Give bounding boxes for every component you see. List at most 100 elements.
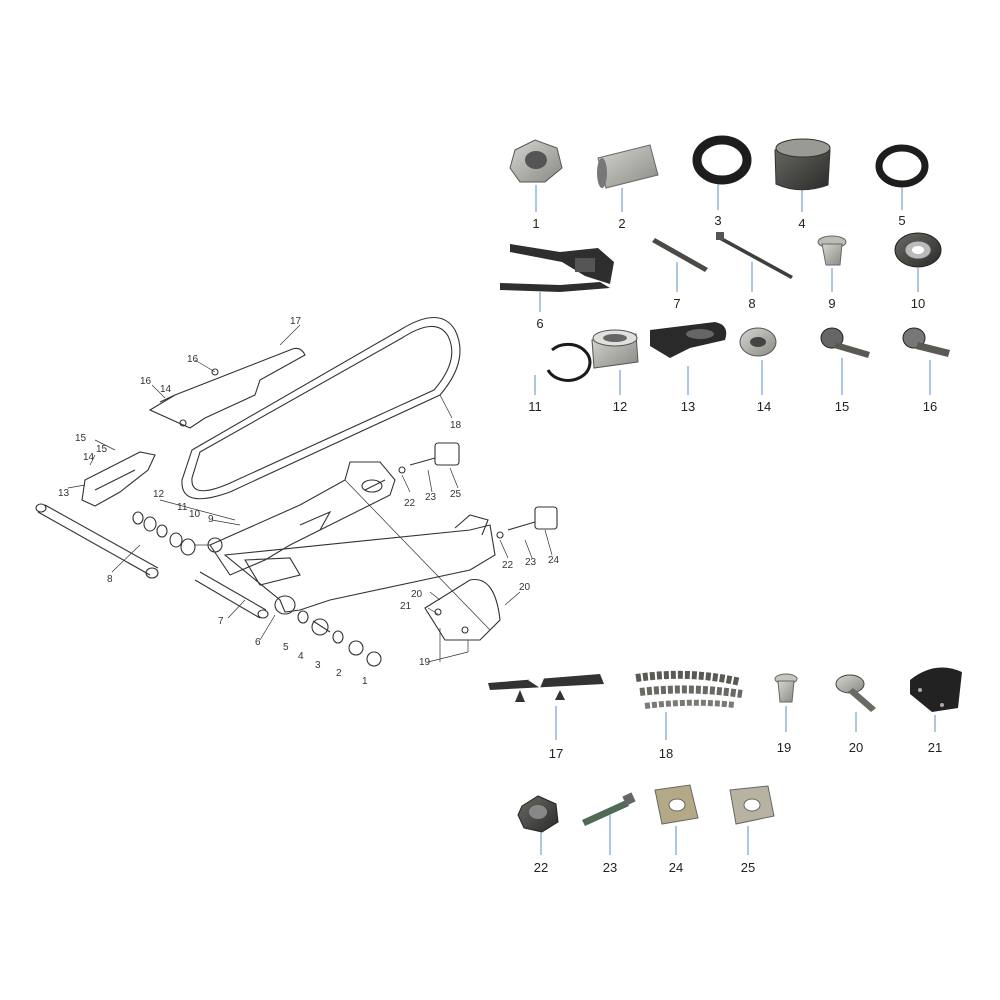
part-3: 3 [692,135,752,228]
bushing-sleeve-icon [597,144,659,189]
bearing-icon [894,232,942,268]
callout-6: 6 [255,637,261,648]
part-25: 25 [729,785,775,875]
part-20: 20 [835,674,876,755]
part-label-17: 17 [549,746,563,761]
callout-22: 22 [404,498,416,509]
part-label-1: 1 [532,216,539,231]
callout-22b: 22 [502,560,514,571]
part-24: 24 [654,784,699,875]
part-label-11: 11 [528,399,542,414]
chain-adjuster-icon [729,785,775,825]
callout-10: 10 [189,509,201,520]
callout-12: 12 [153,489,165,500]
part-14: 14 [739,327,777,414]
part-2: 2 [597,144,659,231]
part-label-19: 19 [777,740,791,755]
bolt-icon [902,327,950,357]
axle-drawing [35,503,159,579]
callout-3: 3 [315,660,321,671]
part-label-12: 12 [613,399,627,414]
part-label-8: 8 [748,296,755,311]
callout-18: 18 [450,420,462,431]
callout-4: 4 [298,651,304,662]
callout-16b: 16 [187,354,199,365]
adjuster-drawing [398,442,558,539]
part-label-24: 24 [669,860,683,875]
callout-24: 24 [548,555,560,566]
part-label-15: 15 [835,399,849,414]
axle-bolt-icon [716,232,793,279]
part-22: 22 [517,795,559,875]
chain-icon [635,670,743,709]
left-seal-stack [132,511,196,556]
part-1: 1 [509,139,563,231]
part-12: 12 [591,329,639,414]
part-7: 7 [652,238,708,311]
flange-nut-icon [517,795,559,833]
part-label-20: 20 [849,740,863,755]
part-label-13: 13 [681,399,695,414]
callout-1: 1 [362,676,368,687]
washer-icon [739,327,777,357]
leader-lines [67,324,553,663]
part-18: 18 [635,670,743,761]
callout-2: 2 [336,668,342,679]
part-label-18: 18 [659,746,673,761]
callout-16: 16 [140,376,152,387]
oil-seal-icon [875,144,929,188]
callout-14b: 14 [160,384,172,395]
callout-17: 17 [290,316,302,327]
bushing-sleeve-icon [774,138,831,191]
exploded-view: 1 2 3 4 5 6 7 8 9 10 11 12 13 14 15 15 1… [35,316,560,687]
part-label-7: 7 [673,296,680,311]
part-label-21: 21 [928,740,942,755]
part-label-25: 25 [741,860,755,875]
callout-21: 21 [400,601,412,612]
rivet-nut-icon [817,235,847,266]
chain-slider-drawing [81,451,156,507]
part-label-14: 14 [757,399,771,414]
mudguard-icon [910,667,962,712]
part-label-10: 10 [911,296,925,311]
flange-nut-icon [509,139,563,183]
part-label-16: 16 [923,399,937,414]
part-9: 9 [817,235,847,311]
oil-seal-icon [692,135,752,185]
callout-20b: 20 [519,582,531,593]
callout-19: 19 [419,657,431,668]
part-label-3: 3 [714,213,721,228]
mudguard-drawing [424,578,501,641]
callout-23b: 23 [525,557,537,568]
part-label-6: 6 [536,316,543,331]
part-11: 11 [528,342,592,414]
part-17: 17 [488,674,604,761]
callout-11: 11 [177,502,188,513]
part-label-2: 2 [618,216,625,231]
bolt-icon [835,674,876,712]
swingarm-drawing [207,461,496,615]
part-10: 10 [894,232,942,311]
callout-23: 23 [425,492,437,503]
callout-13: 13 [58,488,70,499]
part-13: 13 [650,322,727,414]
chain-guard-icon [488,674,604,702]
callout-9: 9 [208,514,214,525]
exploded-callouts: 1 2 3 4 5 6 7 8 9 10 11 12 13 14 15 15 1… [58,316,560,687]
callout-25: 25 [450,489,462,500]
callout-5: 5 [283,642,289,653]
part-label-4: 4 [798,216,805,231]
part-5: 5 [875,144,929,228]
pin-icon [652,238,708,272]
chain-loop-drawing [181,317,461,500]
pin-drawing [194,571,269,619]
callout-15: 15 [75,433,87,444]
bolt-icon [820,327,870,358]
part-16: 16 [902,327,950,414]
swingarm-icon [500,244,614,292]
callout-7: 7 [218,616,224,627]
part-label-22: 22 [534,860,548,875]
part-label-9: 9 [828,296,835,311]
collar-icon [591,329,639,369]
